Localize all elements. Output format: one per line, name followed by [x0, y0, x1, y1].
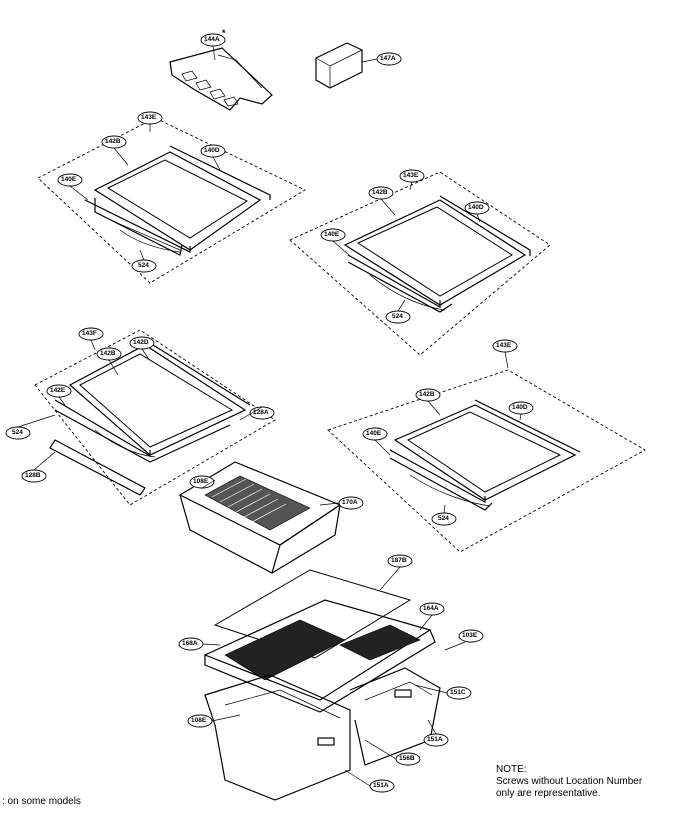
- shelf-assembly-3: [34, 329, 276, 506]
- note-line-1: Screws without Location Number: [496, 776, 643, 787]
- note-block: NOTE: Screws without Location Number onl…: [496, 764, 671, 800]
- callout-128a: 128A: [253, 409, 269, 416]
- asterisk-mark: *: [222, 28, 226, 38]
- lower-crisper-assembly: [203, 569, 441, 801]
- crisper-pan-170a: [178, 461, 342, 574]
- callout-128b: 128B: [25, 472, 41, 479]
- shelf-assembly-4: [327, 369, 646, 553]
- callout-140e: 140E: [61, 176, 77, 183]
- callout-524: 524: [438, 515, 449, 522]
- callout-140d: 140D: [512, 404, 528, 411]
- callout-524: 524: [138, 262, 149, 269]
- callout-ovals: [5, 33, 534, 793]
- callout-524: 524: [392, 313, 403, 320]
- shelf-assembly-1: [37, 117, 306, 284]
- callout-151a: 151A: [373, 782, 389, 789]
- callout-142b: 142B: [372, 189, 388, 196]
- shelf-assembly-2: [289, 171, 551, 356]
- callout-168a: 168A: [182, 640, 198, 647]
- callout-156b: 156B: [399, 755, 415, 762]
- callout-524: 524: [12, 429, 23, 436]
- callout-108e: 108E: [193, 478, 209, 485]
- callout-170a: 170A: [342, 499, 358, 506]
- bracket-144a: [169, 47, 273, 111]
- callout-108e: 108E: [191, 717, 207, 724]
- note-heading: NOTE:: [496, 764, 527, 775]
- callout-151a: 151A: [427, 736, 443, 743]
- leader-lines: [17, 45, 522, 787]
- footnote: : on some models: [2, 796, 81, 807]
- callout-147a: 147A: [380, 55, 396, 62]
- callout-151c: 151C: [450, 689, 466, 696]
- callout-140d: 140D: [204, 147, 220, 154]
- callout-144a: 144A: [204, 36, 220, 43]
- callout-187b: 187B: [391, 557, 407, 564]
- callout-142d: 142D: [133, 339, 149, 346]
- callout-143e: 143E: [141, 114, 157, 121]
- callout-143e: 143E: [496, 342, 512, 349]
- callout-140e: 140E: [366, 430, 382, 437]
- note-line-2: only are representative.: [496, 788, 601, 799]
- callout-142b: 142B: [419, 391, 435, 398]
- callout-140e: 140E: [324, 231, 340, 238]
- callout-142b: 142B: [100, 350, 116, 357]
- callout-140d: 140D: [468, 204, 484, 211]
- callout-142e: 142E: [50, 387, 66, 394]
- door-bin-147a: [315, 42, 363, 89]
- callout-143f: 143F: [82, 330, 97, 337]
- callout-164a: 164A: [423, 605, 439, 612]
- callout-143e: 143E: [403, 172, 419, 179]
- callout-103e: 103E: [462, 632, 478, 639]
- callout-142b: 142B: [105, 138, 121, 145]
